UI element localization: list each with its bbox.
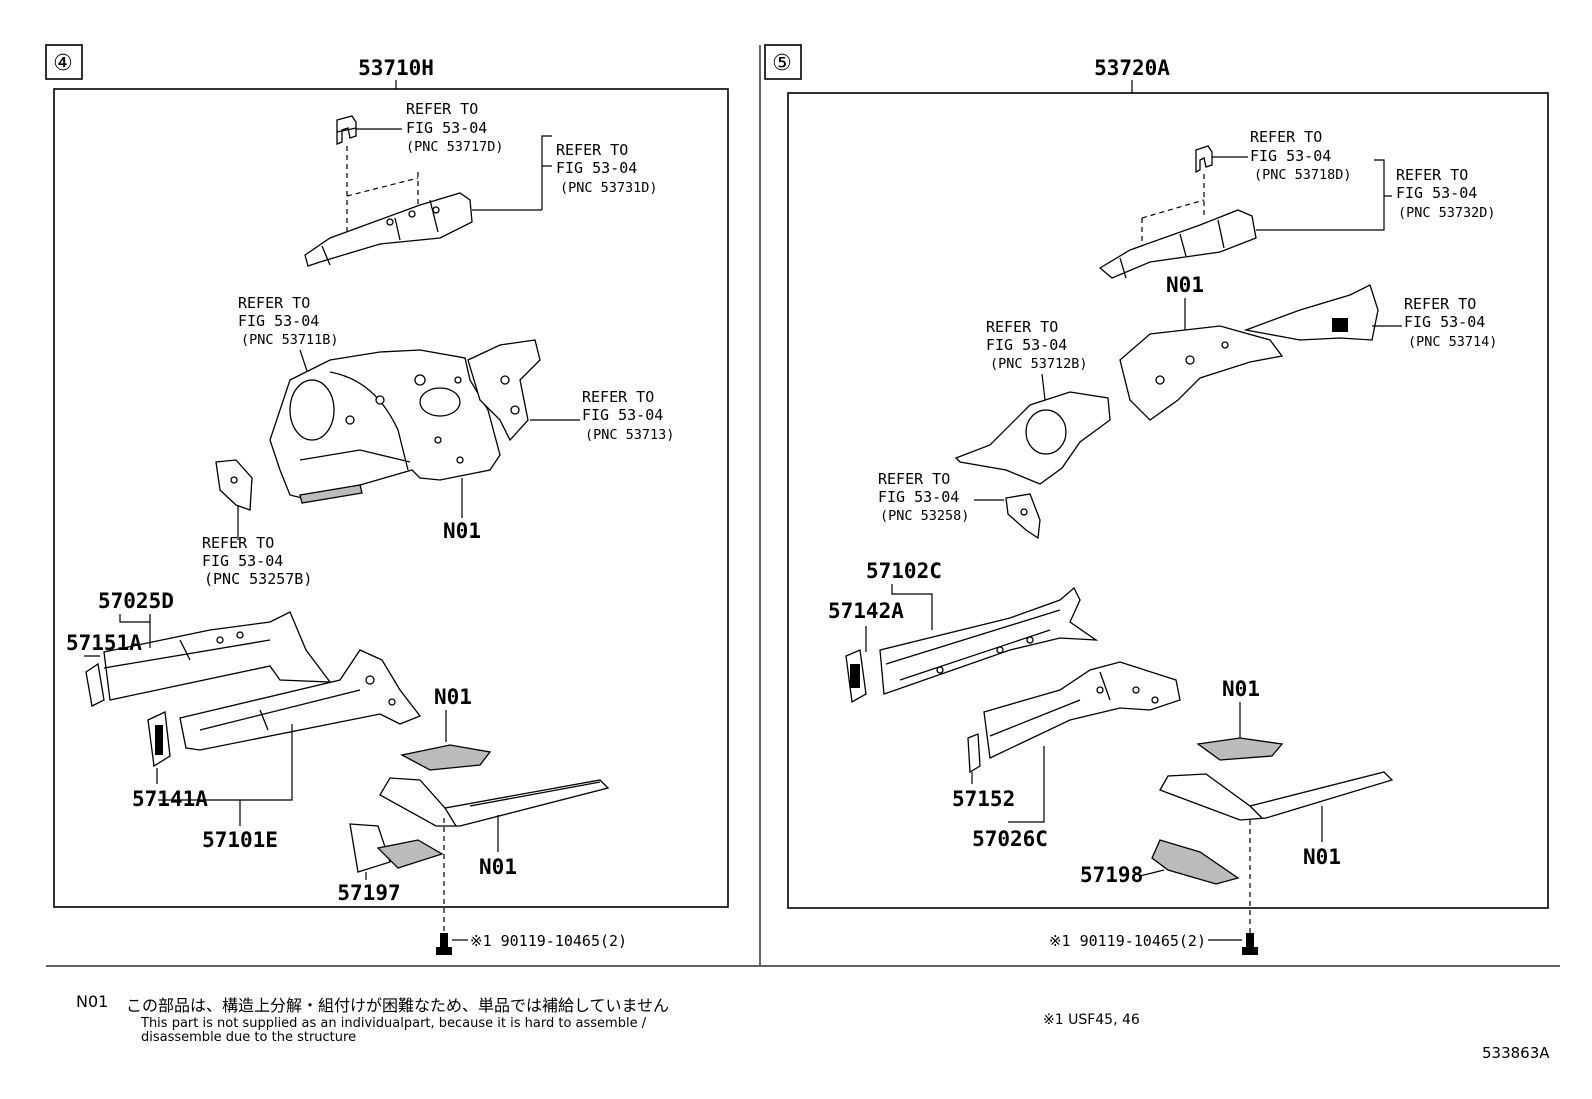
pnc-ref: (PNC 53713) [585, 427, 674, 443]
pnc-ref: (PNC 53258) [880, 508, 969, 524]
front-side-member-upper [879, 586, 1099, 695]
part-number: 57101E [202, 828, 278, 852]
front-side-member-lower [983, 661, 1181, 759]
part-number: N01 [434, 685, 472, 709]
refer-label: REFER TO [878, 470, 950, 488]
part-number: 57102C [866, 559, 942, 583]
reinforcement-57197 [349, 823, 444, 873]
side-panel-part [1243, 284, 1379, 341]
bolt-label: ※1 90119-10465(2) [1049, 932, 1206, 950]
assembly-number: 53720A [1094, 56, 1170, 80]
panel-number: ⑤ [772, 51, 792, 76]
front-side-member-lower [179, 649, 422, 751]
fig-ref: FIG 53-04 [1250, 147, 1331, 165]
reinforcement-57198 [1151, 839, 1240, 885]
assembly-number: 53710H [358, 56, 434, 80]
pnc-ref: (PNC 53718D) [1254, 167, 1352, 183]
fig-ref: FIG 53-04 [556, 159, 637, 177]
figure-id: 533863A [1482, 1044, 1550, 1062]
wheel-house-part [954, 391, 1111, 485]
upper-rail-part [1098, 209, 1257, 279]
part-number: 57198 [1080, 863, 1143, 887]
pnc-ref: (PNC 53257B) [204, 570, 312, 588]
fig-ref: FIG 53-04 [1404, 313, 1485, 331]
footer-japanese-note: この部品は、構造上分解・組付けが困難なため、単品では補給していません [126, 996, 670, 1015]
bracket-57141a [147, 711, 171, 768]
footer-english-note-2: disassemble due to the structure [141, 1030, 357, 1045]
plate-part [400, 744, 492, 771]
refer-label: REFER TO [238, 294, 310, 312]
panel-5: ⑤ 53720A REFER TO FIG 53-04 (PNC 53718D)… [764, 44, 1549, 955]
gusset-part [215, 459, 253, 511]
part-number: 57141A [132, 787, 208, 811]
rocker-part [379, 777, 610, 827]
part-number: N01 [479, 855, 517, 879]
refer-label: REFER TO [582, 388, 654, 406]
fig-ref: FIG 53-04 [582, 406, 663, 424]
assembly-frame [53, 88, 729, 908]
refer-label: REFER TO [406, 100, 478, 118]
panel-number-box [45, 44, 83, 80]
part-number: 57197 [337, 881, 400, 905]
side-brace-part [467, 339, 541, 442]
bracket-57152 [967, 733, 981, 774]
part-number: 57025D [98, 589, 174, 613]
part-number: N01 [1166, 273, 1204, 297]
bolt-label: ※1 90119-10465(2) [470, 932, 627, 950]
footer-code: N01 [76, 992, 109, 1011]
fig-ref: FIG 53-04 [878, 488, 959, 506]
fig-ref: FIG 53-04 [202, 552, 283, 570]
part-number: 57152 [952, 787, 1015, 811]
pnc-ref: (PNC 53711B) [241, 332, 339, 348]
part-number: N01 [1303, 845, 1341, 869]
panel-number-box [764, 44, 802, 80]
extension-57142a [845, 649, 867, 704]
wheel-apron-part [269, 349, 501, 504]
panel-4: ④ 53710H REFER TO FIG 53-04 (PNC 53717D)… [45, 44, 729, 955]
refer-label: REFER TO [1404, 295, 1476, 313]
pnc-ref: (PNC 53714) [1408, 334, 1497, 350]
plate-part [1196, 737, 1284, 761]
panel-number: ④ [53, 51, 73, 76]
fig-ref: FIG 53-04 [406, 119, 487, 137]
fig-ref: FIG 53-04 [238, 312, 319, 330]
part-number: 57026C [972, 827, 1048, 851]
pnc-ref: (PNC 53712B) [990, 356, 1088, 372]
bracket-part [1195, 145, 1213, 174]
bolt-icon [1242, 933, 1258, 955]
refer-label: REFER TO [202, 534, 274, 552]
part-number: N01 [443, 519, 481, 543]
bolt-icon [436, 933, 452, 955]
upper-rail-part [304, 192, 473, 267]
refer-label: REFER TO [1250, 128, 1322, 146]
apron-center-part [1119, 325, 1284, 421]
pnc-ref: (PNC 53731D) [560, 180, 658, 196]
part-number: N01 [1222, 677, 1260, 701]
fig-ref: FIG 53-04 [1396, 184, 1477, 202]
refer-label: REFER TO [556, 141, 628, 159]
bracket-part [336, 115, 357, 145]
footer-model-note: ※1 USF45, 46 [1043, 1012, 1140, 1028]
front-side-member-upper [103, 611, 332, 701]
fig-ref: FIG 53-04 [986, 336, 1067, 354]
footer-english-note-1: This part is not supplied as an individu… [141, 1016, 647, 1031]
pnc-ref: (PNC 53732D) [1398, 205, 1496, 221]
part-number: 57151A [66, 631, 142, 655]
rocker-part [1159, 771, 1394, 821]
refer-label: REFER TO [986, 318, 1058, 336]
pnc-ref: (PNC 53717D) [406, 139, 504, 155]
gusset-part [1005, 493, 1041, 540]
extension-part [85, 662, 105, 707]
assembly-frame [787, 92, 1549, 909]
refer-label: REFER TO [1396, 166, 1468, 184]
part-number: 57142A [828, 599, 904, 623]
